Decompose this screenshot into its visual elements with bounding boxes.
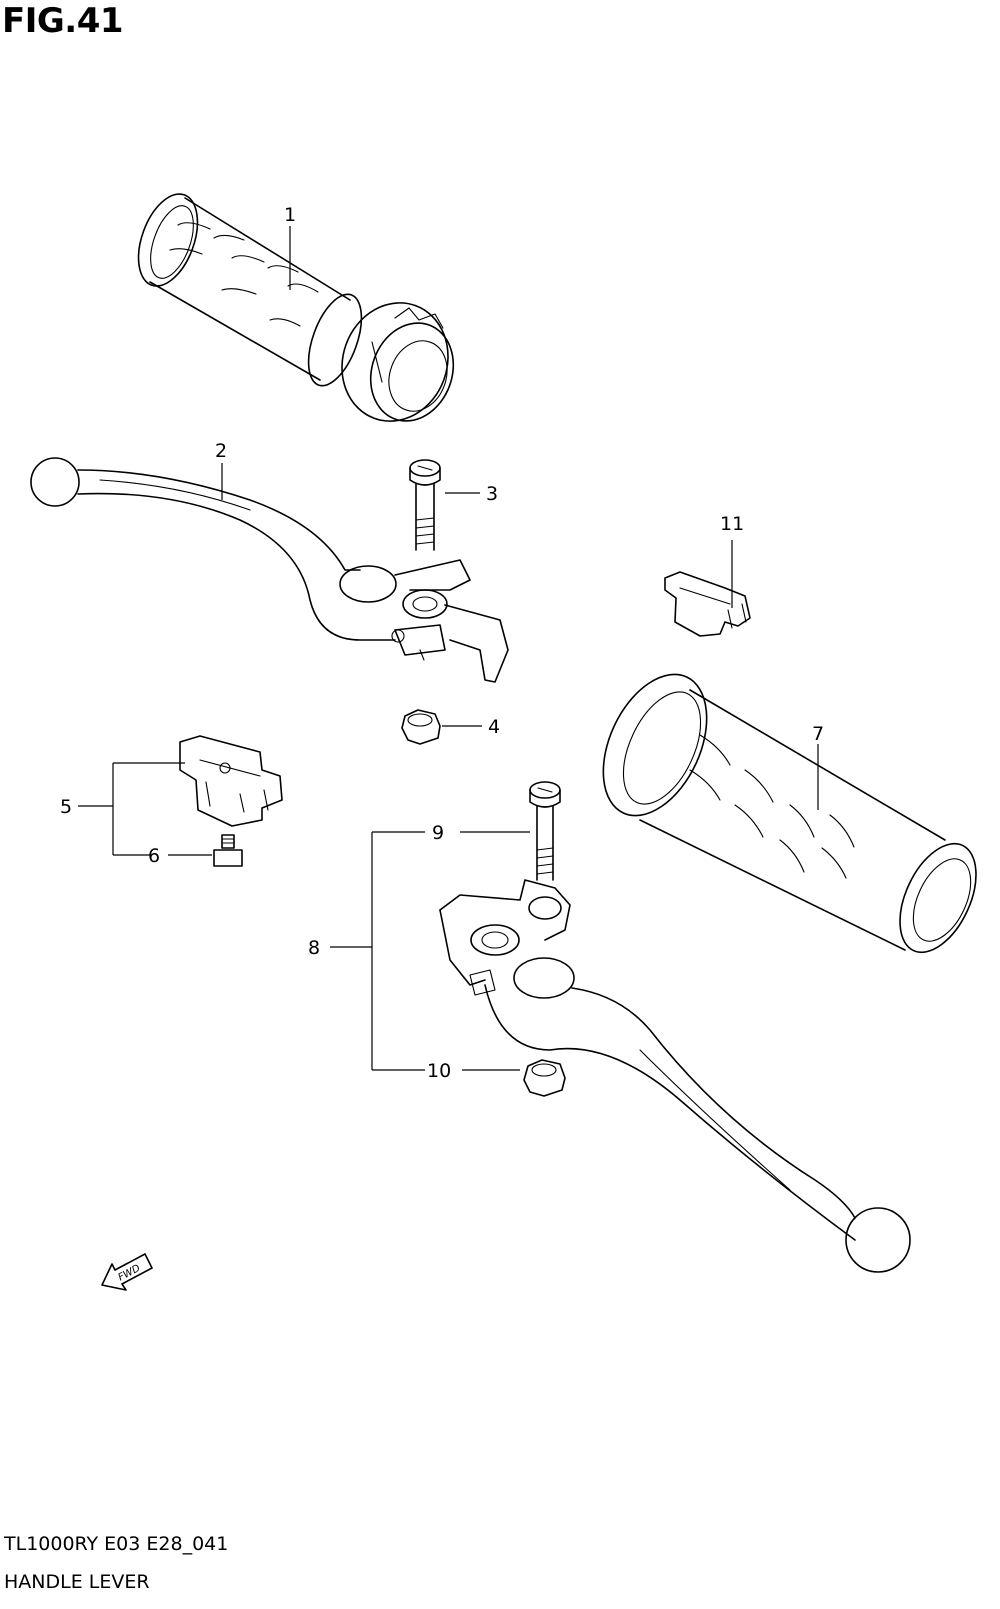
callout-6: 6	[148, 845, 212, 867]
part-6-screw	[213, 834, 243, 867]
callout-2: 2	[215, 440, 227, 500]
svg-text:1: 1	[284, 204, 296, 226]
model-code: TL1000RY E03 E28_041	[4, 1533, 229, 1555]
part-11-switch	[664, 571, 751, 637]
part-3-pivot-bolt	[409, 459, 441, 551]
svg-text:11: 11	[720, 513, 744, 535]
svg-text:6: 6	[148, 845, 160, 867]
callout-3: 3	[445, 483, 498, 505]
svg-text:5: 5	[60, 796, 72, 818]
part-5-switch	[179, 735, 283, 827]
callout-5: 5	[60, 762, 185, 856]
callout-7: 7	[812, 723, 824, 810]
part-1-throttle-grip	[137, 193, 455, 422]
part-9-bolt	[529, 781, 561, 881]
svg-text:8: 8	[308, 937, 320, 959]
section-name: HANDLE LEVER	[4, 1571, 150, 1593]
svg-text:10: 10	[427, 1060, 451, 1082]
part-2-brake-lever	[30, 457, 509, 683]
callout-8: 8	[308, 831, 530, 1071]
callout-10: 10	[427, 1060, 451, 1082]
fwd-arrow-icon: FWD	[101, 1253, 153, 1291]
svg-text:7: 7	[812, 723, 824, 745]
callout-4: 4	[442, 716, 500, 738]
part-8-clutch-lever	[439, 879, 911, 1273]
svg-text:2: 2	[215, 440, 227, 462]
svg-text:4: 4	[488, 716, 500, 738]
svg-text:3: 3	[486, 483, 498, 505]
figure-title: FIG.41	[2, 1, 124, 41]
svg-text:9: 9	[432, 822, 444, 844]
part-4-nut	[401, 709, 441, 745]
callout-11: 11	[720, 513, 744, 608]
part-7-left-grip	[602, 673, 977, 954]
part-10-nut	[523, 1059, 566, 1097]
callout-9: 9	[432, 822, 444, 844]
callout-1: 1	[284, 204, 296, 290]
